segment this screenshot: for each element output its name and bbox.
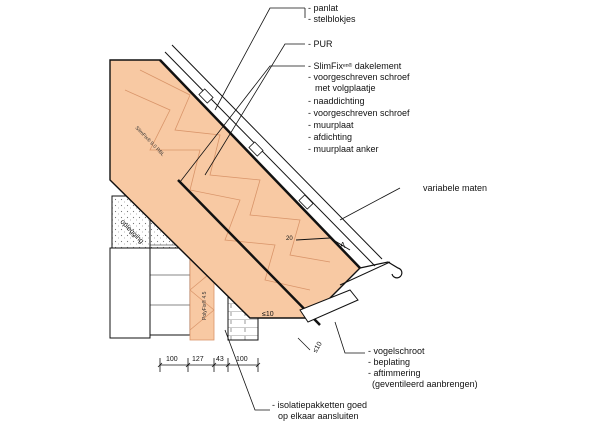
- dim-127: 127: [192, 356, 204, 363]
- note-isolatie-1: - isolatiepakketten goed: [272, 400, 368, 410]
- label-schroef-2: - voorgeschreven schroef: [308, 108, 410, 118]
- dimension-line-bottom: [157, 358, 261, 372]
- label-schroef-1: - voorgeschreven schroef: [308, 72, 410, 82]
- tile-battens: [164, 44, 383, 267]
- note-isolatie-2: op elkaar aansluiten: [278, 411, 359, 421]
- label-slimfix-main: - SlimFix: [308, 61, 343, 71]
- dim-20-label: 20: [286, 236, 293, 242]
- le10-markers: [258, 317, 311, 351]
- section-mark-a: A: [340, 241, 346, 250]
- label-geventileerd: (geventileerd aanbrengen): [372, 379, 478, 389]
- dim-100-a: 100: [166, 356, 178, 363]
- label-muurplaat-anker: - muurplaat anker: [308, 144, 379, 154]
- label-slimfix: - SlimFixen® dakelement: [308, 61, 401, 72]
- inner-wall: [109, 247, 151, 339]
- label-muurplaat: - muurplaat: [308, 120, 354, 130]
- label-volgplaatje: met volgplaatje: [315, 83, 376, 93]
- label-stelblokjes: - stelblokjes: [308, 14, 356, 24]
- label-pur: - PUR: [308, 39, 333, 49]
- dim-100-b: 100: [236, 356, 248, 363]
- label-vogelschroot: - vogelschroot: [368, 346, 425, 356]
- label-afdichting: - afdichting: [308, 132, 353, 142]
- eave-boarding: [295, 237, 359, 323]
- label-aftimmering: - aftimmering: [368, 368, 421, 378]
- label-panlat: - panlat: [308, 3, 339, 13]
- leader-lines: [179, 7, 401, 411]
- label-beplating: - beplating: [368, 357, 411, 367]
- label-slimfix-rest: dakelement: [352, 61, 402, 71]
- label-naaddichting: - naaddichting: [308, 96, 365, 106]
- label-slimfix-sup: en®: [343, 63, 353, 69]
- panel-text-polyfix: PolyFix® 4.5: [201, 291, 208, 320]
- label-variabele-maten: variabele maten: [423, 183, 488, 193]
- slimfix-roof-element: [109, 59, 361, 326]
- dim-le10-a: ≤10: [262, 311, 274, 318]
- dim-43: 43: [216, 356, 224, 363]
